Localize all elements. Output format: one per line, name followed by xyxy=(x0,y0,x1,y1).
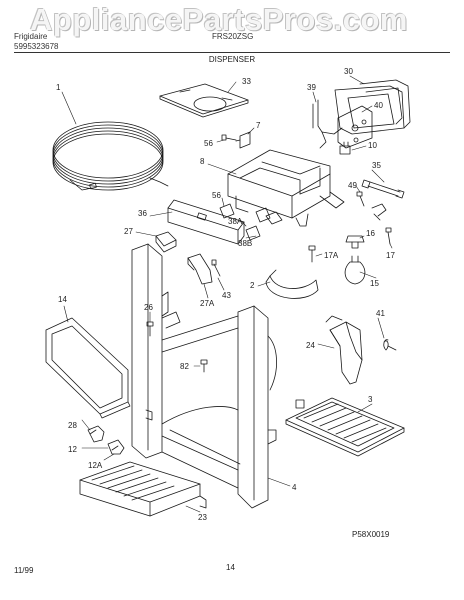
watermark-logo: AppliancePartsPros.com xyxy=(30,2,408,37)
leader-lines xyxy=(61,75,393,513)
brand-label: Frigidaire xyxy=(14,32,48,41)
dispenser-housing xyxy=(227,149,345,227)
callout-2: 2 xyxy=(250,281,255,290)
callout-26: 26 xyxy=(144,303,153,312)
dispenser-door-gasket xyxy=(334,79,411,135)
dispenser-lever xyxy=(325,315,363,385)
model-number: FRS20ZSG xyxy=(212,32,254,41)
callout-38b: 38B xyxy=(238,239,252,248)
callout-36: 36 xyxy=(138,209,147,218)
light-bulb xyxy=(344,255,366,285)
switch-38a xyxy=(219,203,283,241)
valve-cap xyxy=(308,227,392,263)
callout-33: 33 xyxy=(242,77,251,86)
screw-upper xyxy=(221,134,237,141)
drip-pad xyxy=(45,317,131,419)
callout-40: 40 xyxy=(374,101,383,110)
spring-clip xyxy=(371,203,387,221)
screw-49 xyxy=(356,191,365,207)
callout-12a: 12A xyxy=(88,461,103,470)
callout-27: 27 xyxy=(124,227,133,236)
screw-82 xyxy=(200,359,208,373)
callout-7: 7 xyxy=(256,121,261,130)
page-number: 14 xyxy=(226,563,235,572)
callout-27a: 27A xyxy=(200,299,215,308)
publication-number: 5995323678 xyxy=(14,42,59,51)
callout-3: 3 xyxy=(368,395,373,404)
callout-16: 16 xyxy=(366,229,375,238)
callout-28: 28 xyxy=(68,421,77,430)
callout-35: 35 xyxy=(372,161,381,170)
callout-23: 23 xyxy=(198,513,207,522)
spring-41 xyxy=(383,339,397,351)
callout-24: 24 xyxy=(306,341,315,350)
front-control-panel xyxy=(167,199,245,245)
callout-10: 10 xyxy=(368,141,377,150)
callout-41: 41 xyxy=(376,309,385,318)
callout-17a: 17A xyxy=(324,251,339,260)
callout-8: 8 xyxy=(200,157,205,166)
callout-49: 49 xyxy=(348,181,357,190)
callout-82: 82 xyxy=(180,362,189,371)
upper-guide-27 xyxy=(155,231,177,253)
callout-labels: 1 33 30 39 40 7 56 10 8 35 49 56 36 38A … xyxy=(56,67,395,522)
callout-30: 30 xyxy=(344,67,353,76)
callout-14: 14 xyxy=(58,295,67,304)
header-rule xyxy=(14,52,450,53)
callout-56-lower: 56 xyxy=(212,191,221,200)
switch-bracket xyxy=(337,105,373,149)
bracket-12 xyxy=(107,439,125,455)
bracket-28 xyxy=(87,425,105,443)
callout-15: 15 xyxy=(370,279,379,288)
callout-39: 39 xyxy=(307,83,316,92)
front-dispenser-housing xyxy=(131,243,277,509)
water-tubing-coil xyxy=(52,121,169,191)
section-title: DISPENSER xyxy=(208,55,256,64)
callout-12: 12 xyxy=(68,445,77,454)
revision-date: 11/99 xyxy=(14,566,34,575)
callout-43: 43 xyxy=(222,291,231,300)
lower-guide-27a xyxy=(187,253,221,285)
diagram-code: P58X0019 xyxy=(352,530,390,539)
wire-harness xyxy=(312,99,343,149)
actuator-rod xyxy=(361,179,405,199)
callout-56-upper: 56 xyxy=(204,139,213,148)
callout-17: 17 xyxy=(386,251,395,260)
callout-1: 1 xyxy=(56,83,61,92)
callout-38a: 38A xyxy=(228,217,243,226)
ice-chute-tray xyxy=(79,461,207,517)
drip-tray xyxy=(285,397,405,457)
micro-switch xyxy=(339,141,351,155)
callout-4: 4 xyxy=(292,483,297,492)
top-cover-plate xyxy=(159,83,249,118)
mounting-bracket xyxy=(235,131,251,149)
arc-clip xyxy=(265,269,319,299)
